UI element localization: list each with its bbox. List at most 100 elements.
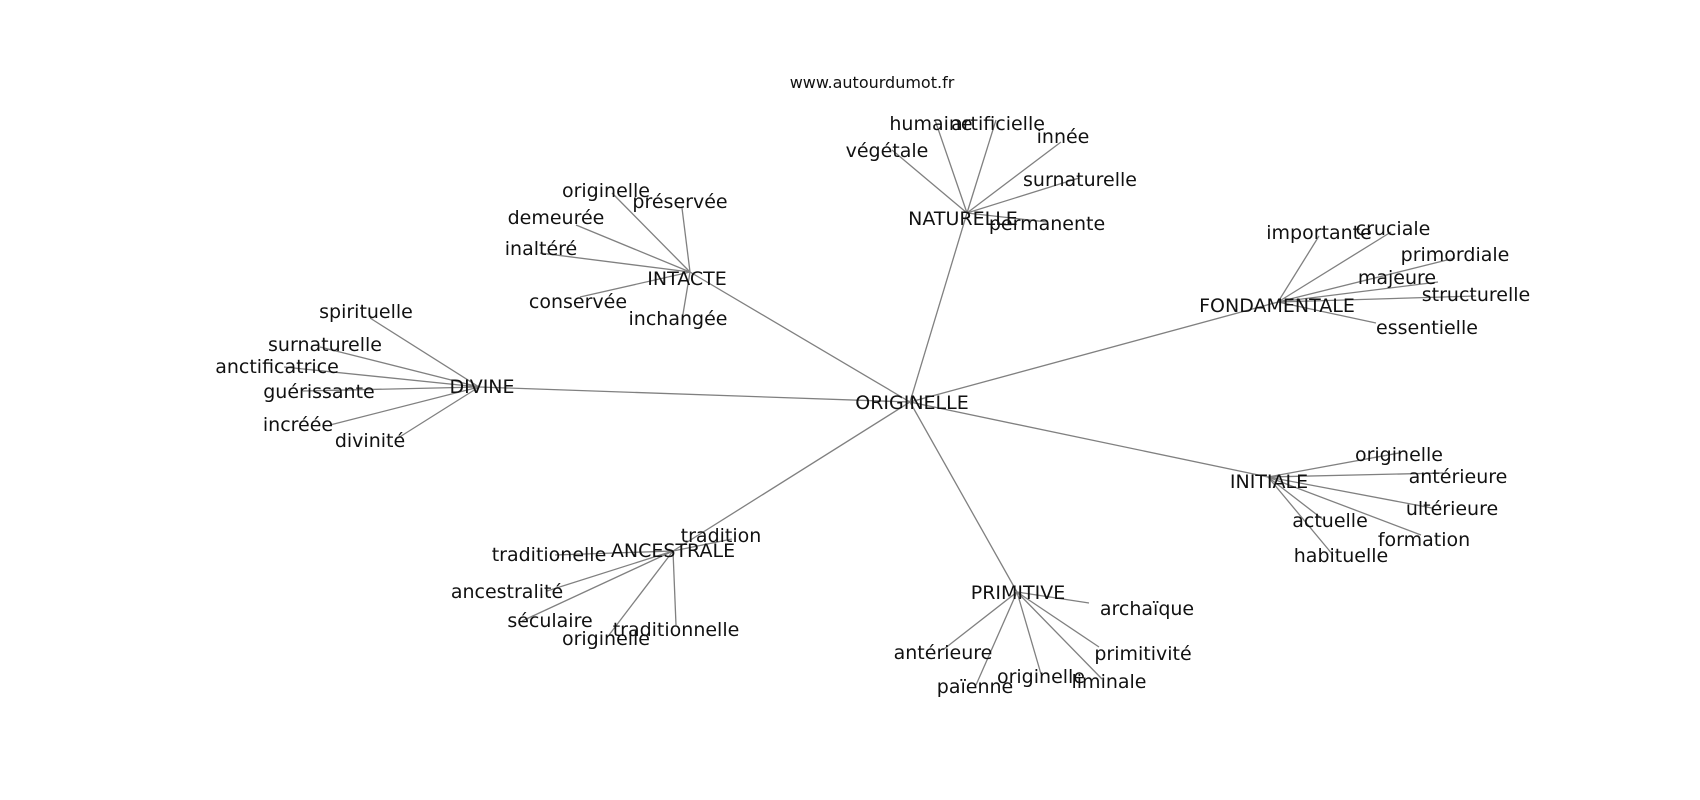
edge-divine-word [397, 386, 480, 439]
edge-initiale-word [1267, 472, 1444, 478]
edge-ancestrale-word [672, 550, 677, 626]
word-node: spirituelle [319, 301, 413, 323]
edge-center-naturelle [909, 212, 968, 403]
word-node: archaïque [1100, 598, 1194, 620]
edge-intacte-word [611, 192, 691, 273]
word-node: cruciale [1356, 218, 1431, 240]
word-node: antérieure [894, 642, 993, 664]
edge-center-initiale [909, 401, 1269, 478]
graph-labels: ORIGINELLE NATURELLE végétale humaineartifi… [215, 113, 1530, 698]
edge-divine-word [283, 366, 480, 388]
edge-naturelle-word [966, 177, 1080, 214]
group-node-primitive: PRIMITIVE [971, 582, 1065, 604]
edge-fondamentale-word [1277, 281, 1439, 303]
group-node-initiale: INITIALE [1230, 471, 1308, 493]
word-node: habituelle [1294, 545, 1388, 567]
group-node-divine: DIVINE [449, 376, 514, 398]
word-node: originelle [1355, 444, 1443, 466]
group-node-intacte: INTACTE [647, 268, 727, 290]
word-node: incréée [263, 414, 333, 436]
group-node-fondamentale: FONDAMENTALE [1199, 295, 1355, 317]
word-node: liminale [1072, 671, 1147, 693]
edge-primitive-word [1016, 591, 1100, 648]
edge-naturelle-word [891, 149, 968, 214]
source-watermark: www.autourdumot.fr [790, 73, 955, 92]
edge-initiale-word [1267, 476, 1433, 509]
word-node: antérieure [1409, 466, 1508, 488]
edge-ancestrale-word [546, 550, 674, 592]
word-node: majeure [1358, 267, 1436, 289]
edge-naturelle-word [966, 119, 997, 214]
central-word: ORIGINELLE [855, 392, 968, 414]
edge-divine-word [319, 346, 480, 388]
edge-intacte-word [575, 224, 691, 273]
edge-divine-word [302, 386, 480, 392]
edge-center-fondamentale [909, 301, 1279, 403]
edge-divine-word [329, 386, 480, 426]
word-node: ancestralité [451, 581, 563, 603]
word-node: guérissante [263, 381, 375, 403]
group-node-ancestrale: ANCESTRALE [611, 540, 735, 562]
edge-initiale-word [1267, 452, 1400, 478]
word-node: actuelle [1292, 510, 1368, 532]
word-node: séculaire [507, 610, 592, 632]
group-node-naturelle: NATURELLE [908, 208, 1018, 230]
word-node: artificielle [951, 113, 1045, 135]
word-node: traditionnelle [613, 619, 740, 641]
edge-primitive-word [1016, 591, 1103, 680]
edge-intacte-word [681, 271, 691, 321]
word-node: traditionelle [492, 544, 607, 566]
edge-naturelle-word [966, 212, 1048, 223]
edge-primitive-word [943, 591, 1018, 650]
edge-initiale-word [1267, 476, 1326, 522]
edge-ancestrale-word [672, 538, 733, 552]
edge-naturelle-word [934, 119, 968, 214]
word-node: ultérieure [1406, 498, 1498, 520]
word-node: préservée [632, 191, 727, 213]
edge-intacte-word [681, 207, 691, 273]
word-node: inchangée [629, 308, 728, 330]
edge-fondamentale-word [1277, 235, 1320, 303]
edge-primitive-word [1016, 591, 1090, 604]
word-node: importante [1266, 222, 1372, 244]
word-node: surnaturelle [268, 334, 382, 356]
word-node: innée [1037, 126, 1090, 148]
edge-fondamentale-word [1277, 301, 1377, 324]
edge-initiale-word [1267, 476, 1422, 536]
word-node: primordiale [1401, 244, 1510, 266]
edge-center-primitive [909, 401, 1018, 593]
word-node: païenne [937, 676, 1013, 698]
edge-divine-word [369, 317, 480, 388]
edge-naturelle-word [966, 141, 1062, 214]
word-node: surnaturelle [1023, 169, 1137, 191]
word-node: originelle [997, 666, 1085, 688]
word-node: conservée [529, 291, 627, 313]
graph-edges [283, 119, 1477, 686]
word-node: inaltéré [505, 238, 577, 260]
edge-fondamentale-word [1277, 257, 1456, 303]
edge-center-ancestrale [672, 401, 911, 552]
word-node: tradition [681, 525, 762, 547]
edge-ancestrale-word [521, 550, 674, 622]
word-node: primitivité [1094, 643, 1191, 665]
edge-ancestrale-word [554, 550, 674, 556]
word-node: humaine [889, 113, 972, 135]
edge-intacte-word [539, 252, 691, 273]
word-node: permanente [989, 213, 1105, 235]
word-node: essentielle [1376, 317, 1478, 339]
word-node: originelle [562, 180, 650, 202]
word-node: originelle [562, 628, 650, 650]
edge-center-intacte [689, 271, 911, 403]
edge-fondamentale-word [1277, 295, 1477, 303]
edge-ancestrale-word [608, 550, 674, 636]
word-node: demeurée [508, 207, 605, 229]
word-node: anctificatrice [215, 356, 339, 378]
edge-fondamentale-word [1277, 231, 1392, 303]
word-node: formation [1378, 529, 1470, 551]
edge-center-divine [478, 386, 911, 403]
edge-primitive-word [1016, 591, 1042, 675]
word-node: divinité [335, 430, 405, 452]
word-node: végétale [846, 140, 929, 162]
edge-intacte-word [579, 271, 691, 298]
